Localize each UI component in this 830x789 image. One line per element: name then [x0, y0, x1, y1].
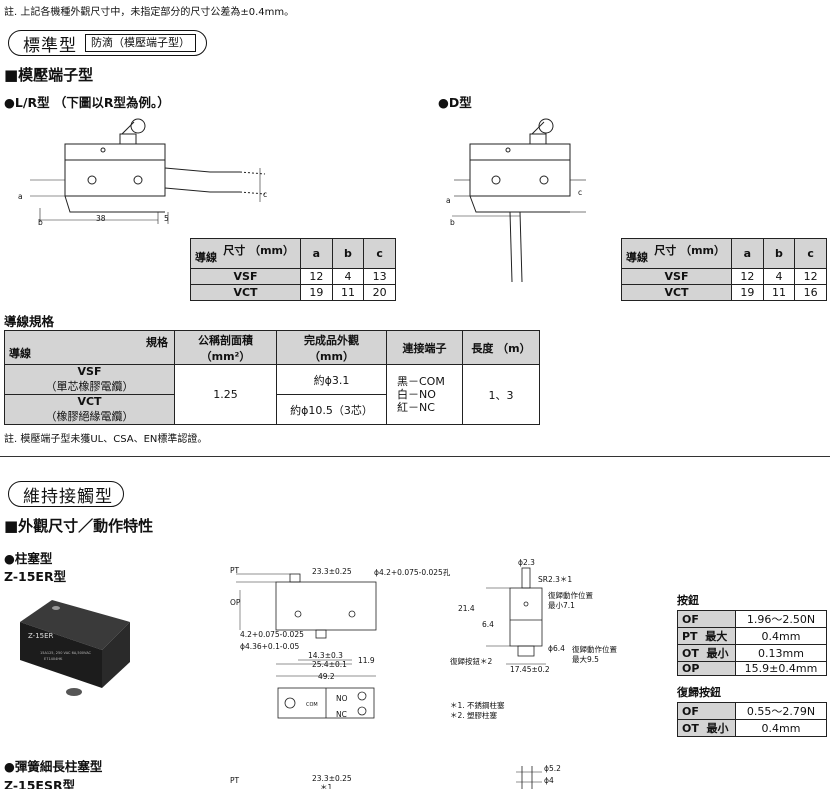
button-spec-table: OF 1.96～2.50N PT 最大 0.4mm OT 最小 0.13mm O…	[677, 610, 827, 676]
dim-4-2: 4.2+0.075-0.025	[240, 630, 304, 639]
dim-phi-2-3: ϕ2.3	[518, 558, 535, 567]
dim-5: 5	[164, 214, 169, 223]
product-rating: 15A125, 250 VAC 6A,500VAC	[40, 651, 92, 655]
plunger-side-diagram	[486, 567, 546, 665]
lr-col-a: a	[300, 238, 333, 269]
wire-table-corner: 規格 導線	[4, 330, 175, 365]
dim-a: a	[18, 192, 23, 201]
dim-17-45: 17.45±0.2	[510, 665, 550, 674]
reset-position: 復歸動作位置	[548, 591, 593, 600]
section-pill-maintained: 維持接觸型	[8, 481, 124, 507]
spring-phi-5-2: ϕ5.2	[544, 764, 561, 773]
table-row: VSF （單芯橡膠電纜） 1.25 約ϕ3.1 黑－COM 白－NO 紅－NC …	[4, 364, 540, 425]
pill-subtitle: 防滴（模壓端子型）	[85, 34, 196, 52]
terminal-nc: NC	[336, 710, 347, 719]
section-heading-molded: ■模壓端子型	[4, 66, 94, 84]
spring-plunger-diagram	[516, 766, 542, 789]
table-row: PT 最大 0.4mm	[677, 627, 827, 645]
table-row: VSF 12 4 12	[621, 268, 827, 285]
footnote-2: ＊2. 塑膠柱塞	[450, 711, 498, 720]
d-table-corner: 尺寸 （mm） 導線	[621, 238, 732, 269]
reset-spec-table: OF 0.55～2.79N OT 最小 0.4mm	[677, 702, 827, 737]
table-row: OF 1.96～2.50N	[677, 610, 827, 628]
dim-b: b	[38, 218, 43, 227]
spring-phi-4: ϕ4	[544, 776, 554, 785]
terminal-no: NO	[336, 694, 348, 703]
table-row: OT 最小 0.4mm	[677, 719, 827, 737]
dim-hole: ϕ4.2+0.075-0.025孔	[374, 568, 451, 577]
wire-spec-heading: 導線規格	[4, 314, 55, 329]
dim-sr: SR2.3＊1	[538, 575, 573, 584]
dim-4-36: ϕ4.36+0.1-0.05	[240, 642, 300, 651]
pill-title: 標準型	[23, 35, 77, 56]
table-row: VCT 19 11 16	[621, 284, 827, 301]
col-terminal: 連接端子	[386, 330, 463, 365]
col-length: 長度 （m）	[462, 330, 540, 365]
button-spec-heading: 按鈕	[677, 594, 699, 607]
wire-spec-table: 規格 導線 公稱剖面積 （mm²） 完成品外觀 （mm） 連接端子 長度 （m）…	[4, 330, 540, 425]
section-pill-standard: 標準型 防滴（模壓端子型）	[8, 30, 207, 56]
d-dim-c: c	[578, 188, 583, 197]
plunger-type-label: ●柱塞型	[4, 551, 53, 566]
dim-c: c	[263, 190, 268, 199]
spring-pt: PT	[230, 776, 240, 785]
wire-footnote: 註. 模壓端子型未獲UL、CSA、EN標準認證。	[4, 434, 208, 445]
dim-14-3: 14.3±0.3	[308, 651, 343, 660]
lr-dimension-table: 尺寸 （mm） 導線 a b c VSF 12 4 13 VCT 19 11 2…	[190, 238, 396, 301]
spring-dim-23-3: 23.3±0.25	[312, 774, 352, 783]
dim-11-9: 11.9	[358, 656, 375, 665]
top-note: 註. 上記各機種外觀尺寸中，未指定部分的尺寸公差為±0.4mm。	[4, 7, 295, 18]
footnote-1: ＊1. 不銹鋼柱塞	[450, 701, 505, 710]
dim-21-4: 21.4	[458, 604, 475, 613]
op-position: 復歸動作位置	[572, 645, 617, 654]
d-dim-b: b	[450, 218, 455, 227]
product-photo: Z-15ER 15A125, 250 VAC 6A,500VAC E71404H…	[20, 600, 130, 696]
table-row: OF 0.55～2.79N	[677, 702, 827, 720]
label-pt: PT	[230, 566, 240, 575]
table-row: VCT 19 11 20	[190, 284, 396, 301]
lr-type-label: ●L/R型 （下圖以R型為例。）	[4, 95, 170, 110]
lr-col-c: c	[363, 238, 396, 269]
pill-title: 維持接觸型	[23, 486, 113, 507]
d-col-a: a	[731, 238, 764, 269]
dim-23-3: 23.3±0.25	[312, 567, 352, 576]
dim-38: 38	[96, 214, 106, 223]
dim-49-2: 49.2	[318, 672, 335, 681]
d-dim-a: a	[446, 196, 451, 205]
d-col-c: c	[794, 238, 827, 269]
spring-star: ＊1	[320, 783, 333, 789]
reset-min: 最小7.1	[548, 601, 575, 610]
terminal-com: COM	[306, 702, 318, 708]
dim-phi-6-4: ϕ6.4	[548, 644, 565, 653]
section-divider	[0, 456, 830, 457]
d-type-diagram	[452, 118, 586, 283]
dim-25-4: 25.4±0.1	[312, 660, 347, 669]
table-row: OT 最小 0.13mm	[677, 644, 827, 662]
d-dimension-table: 尺寸 （mm） 導線 a b c VSF 12 4 12 VCT 19 11 1…	[621, 238, 827, 301]
d-col-b: b	[762, 238, 796, 269]
table-row: VSF 12 4 13	[190, 268, 396, 285]
reset-button-label: 復歸按鈕＊2	[450, 657, 493, 666]
lr-table-corner: 尺寸 （mm） 導線	[190, 238, 301, 269]
d-type-label: ●D型	[438, 95, 472, 110]
table-row: VCT （橡膠絕緣電纜） 約ϕ10.5（3芯）	[4, 394, 540, 425]
product-code: E71404HK	[44, 657, 63, 661]
plunger-front-diagram	[236, 573, 377, 719]
lr-type-diagram	[30, 118, 266, 224]
spring-plunger-label: ●彈簧細長柱塞型	[4, 759, 103, 774]
model-label: Z-15ER型	[4, 569, 67, 584]
spring-model-label: Z-15ESR型	[4, 778, 76, 789]
op-max: 最大9.5	[572, 655, 599, 664]
label-op: OP	[230, 598, 241, 607]
table-row: OP 15.9±0.4mm	[677, 661, 827, 676]
product-label: Z-15ER	[28, 632, 54, 640]
lr-col-b: b	[331, 238, 365, 269]
dim-6-4: 6.4	[482, 620, 494, 629]
col-od: 完成品外觀 （mm）	[276, 330, 387, 365]
col-area: 公稱剖面積 （mm²）	[174, 330, 277, 365]
reset-spec-heading: 復歸按鈕	[677, 686, 721, 699]
section-heading-dimensions: ■外觀尺寸／動作特性	[4, 517, 154, 535]
